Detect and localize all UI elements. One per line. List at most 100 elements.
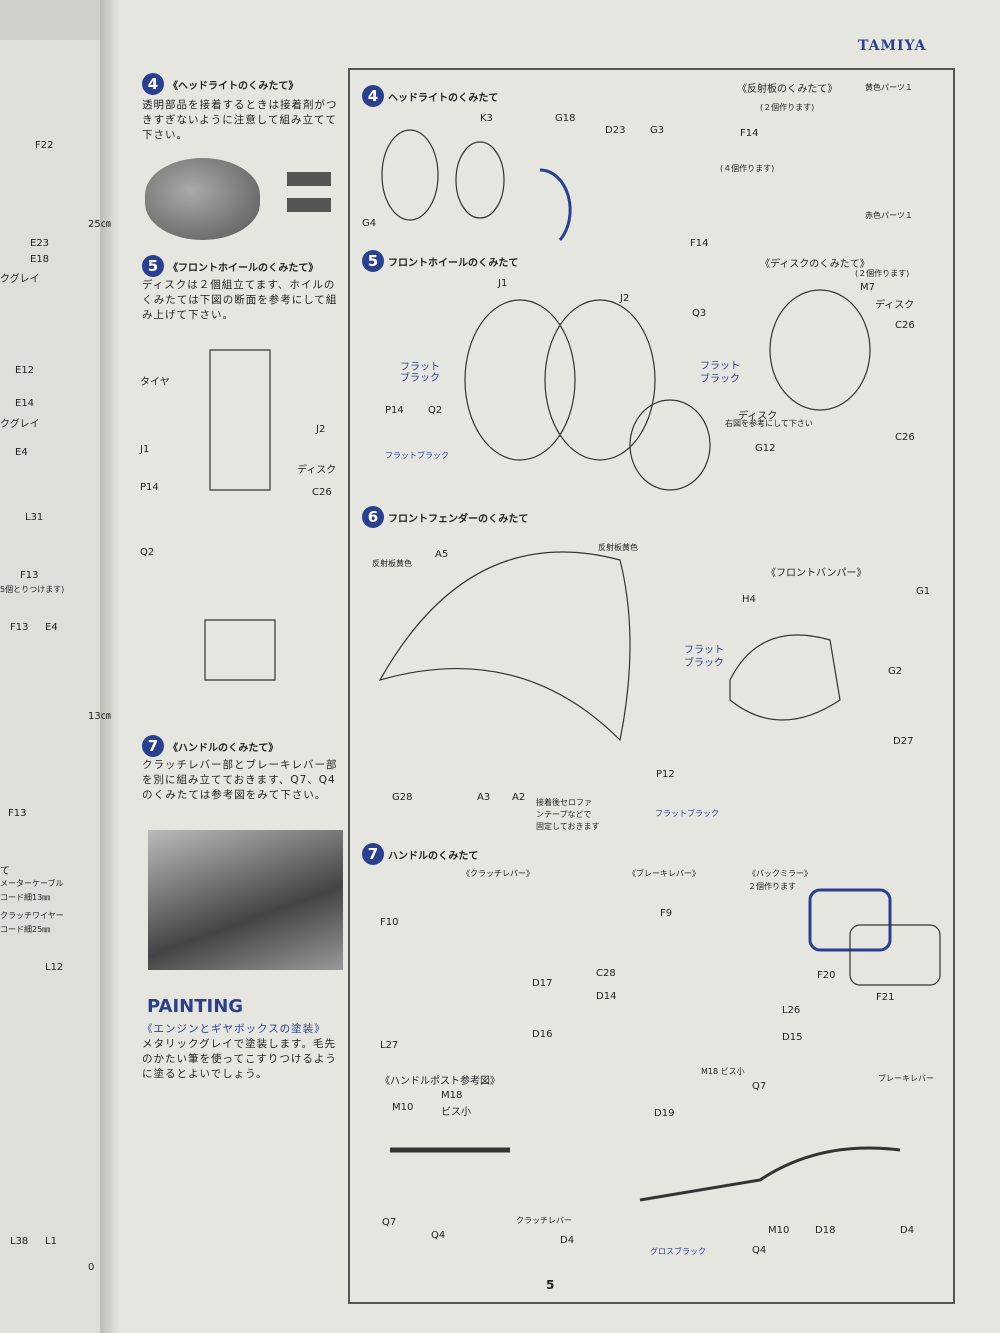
- part-label: ディスク: [738, 411, 778, 422]
- headlight-rim: [381, 129, 439, 221]
- part-label: E18: [30, 254, 50, 265]
- part-label: G18: [555, 113, 576, 124]
- part-label: 反射板黄色: [598, 543, 638, 552]
- part-label: E23: [30, 238, 50, 249]
- part-label: ディスク: [297, 465, 337, 476]
- part-label: 反射板黄色: [372, 559, 412, 568]
- part-label: タイヤ: [140, 377, 170, 388]
- part-label: E4: [45, 622, 58, 633]
- disc-title: 《ディスクのくみたて》: [760, 259, 870, 270]
- part-label: Q7: [752, 1081, 767, 1092]
- painting-title: PAINTING: [147, 996, 244, 1017]
- part-label: コード細25㎜: [0, 925, 51, 934]
- disc: [629, 399, 711, 491]
- part-label: 黄色パーツ１: [865, 83, 913, 92]
- part-label: Q2: [140, 547, 155, 558]
- headlight-lens: [455, 141, 505, 219]
- part-label: C26: [895, 320, 915, 331]
- part-label: D4: [900, 1225, 915, 1236]
- wheel-j2: [544, 299, 656, 461]
- part-label: Q3: [692, 308, 707, 319]
- part-label: G12: [755, 443, 776, 454]
- part-label: 《ブレーキレバー》: [628, 869, 700, 878]
- part-label: F14: [690, 238, 709, 249]
- part-label: A2: [512, 792, 526, 803]
- part-label: ブラック: [400, 373, 440, 384]
- front-fender: [378, 551, 631, 742]
- part-label: F10: [380, 917, 399, 928]
- part-label: F22: [35, 140, 54, 151]
- handle-photo: [148, 830, 343, 970]
- part-label: G3: [650, 125, 665, 136]
- part-label: 《クラッチレバー》: [462, 869, 534, 878]
- painting-text: メタリックグレイで塗装します。毛先のかたい筆を使ってこすりつけるように塗るとよい…: [142, 1038, 337, 1080]
- part-label: D15: [782, 1032, 803, 1043]
- part-label: J2: [620, 293, 630, 304]
- brand-logo: TAMIYA: [858, 38, 927, 54]
- part-label: F13: [8, 808, 27, 819]
- part-label: M10: [768, 1225, 790, 1236]
- part-label: ブレーキレバー: [878, 1074, 934, 1083]
- headlight-photo: [145, 158, 260, 240]
- part-label: G2: [888, 666, 903, 677]
- part-label: D17: [532, 978, 553, 989]
- part-label: 13㎝: [88, 711, 111, 722]
- part-label: E12: [15, 365, 35, 376]
- step4-text: 透明部品を接着するときは接着剤がつきすぎないように注意して組み立てて下さい。: [142, 99, 338, 141]
- part-label: フラットブラック: [655, 809, 719, 818]
- part-label: 0: [88, 1262, 95, 1273]
- part-label: A5: [435, 549, 449, 560]
- part-label: ブラック: [700, 374, 740, 385]
- part-label: D18: [815, 1225, 836, 1236]
- instruction-page: [108, 0, 1000, 1333]
- part-label: J1: [498, 278, 508, 289]
- part-label: フラット: [400, 362, 440, 373]
- part-label: L27: [380, 1040, 399, 1051]
- part-label: A3: [477, 792, 491, 803]
- part-label: Q2: [428, 405, 443, 416]
- part-label: L12: [45, 962, 64, 973]
- wheel-section: [204, 349, 276, 681]
- part-label: ブラック: [684, 658, 724, 669]
- brake-disc: [769, 289, 871, 411]
- part-label: Q4: [431, 1230, 446, 1241]
- assembly-diagram-box: [348, 68, 955, 1304]
- part-label: D23: [605, 125, 626, 136]
- part-label: C26: [895, 432, 915, 443]
- part-label: F13: [20, 570, 39, 581]
- mirror-f21: [849, 924, 941, 986]
- part-label: コード細13㎜: [0, 893, 51, 902]
- part-label: C28: [596, 968, 616, 979]
- part-label: フラット: [700, 361, 740, 372]
- step7-text: クラッチレバー部とブレーキレバー部を別に組み立てておきます、Q7、Q4のくみたて…: [142, 759, 338, 801]
- reflector-photo: [287, 198, 331, 212]
- step5-heading: 5《フロントホイールのくみたて》: [142, 255, 318, 277]
- part-label: E4: [15, 447, 28, 458]
- step4-heading: 4《ヘッドライトのくみたて》: [142, 73, 298, 95]
- part-label: G28: [392, 792, 413, 803]
- part-label: ディスク: [875, 300, 915, 311]
- part-label: (２個作ります): [855, 269, 910, 278]
- part-label: L1: [45, 1236, 57, 1247]
- part-label: P14: [385, 405, 404, 416]
- part-label: クラッチレバー: [516, 1216, 572, 1225]
- handle-post-title: 《ハンドルポスト参考図》: [380, 1076, 500, 1087]
- wheel-j1: [464, 299, 576, 461]
- part-label: F21: [876, 992, 895, 1003]
- part-label: J1: [140, 444, 150, 455]
- part-label: 5個とりつけます): [0, 585, 65, 594]
- part-label: E14: [15, 398, 35, 409]
- part-label: F20: [817, 970, 836, 981]
- part-label: クラッチワイヤー: [0, 911, 64, 920]
- part-label: 《バックミラー》: [748, 869, 812, 878]
- part-label: H4: [742, 594, 756, 605]
- headlight-housing: [729, 634, 841, 721]
- part-label: 赤色パーツ１: [865, 211, 913, 220]
- part-label: D14: [596, 991, 617, 1002]
- part-label: (４個作ります): [720, 164, 775, 173]
- page-number: 5: [546, 1278, 555, 1292]
- part-label: (２個作ります): [760, 103, 815, 112]
